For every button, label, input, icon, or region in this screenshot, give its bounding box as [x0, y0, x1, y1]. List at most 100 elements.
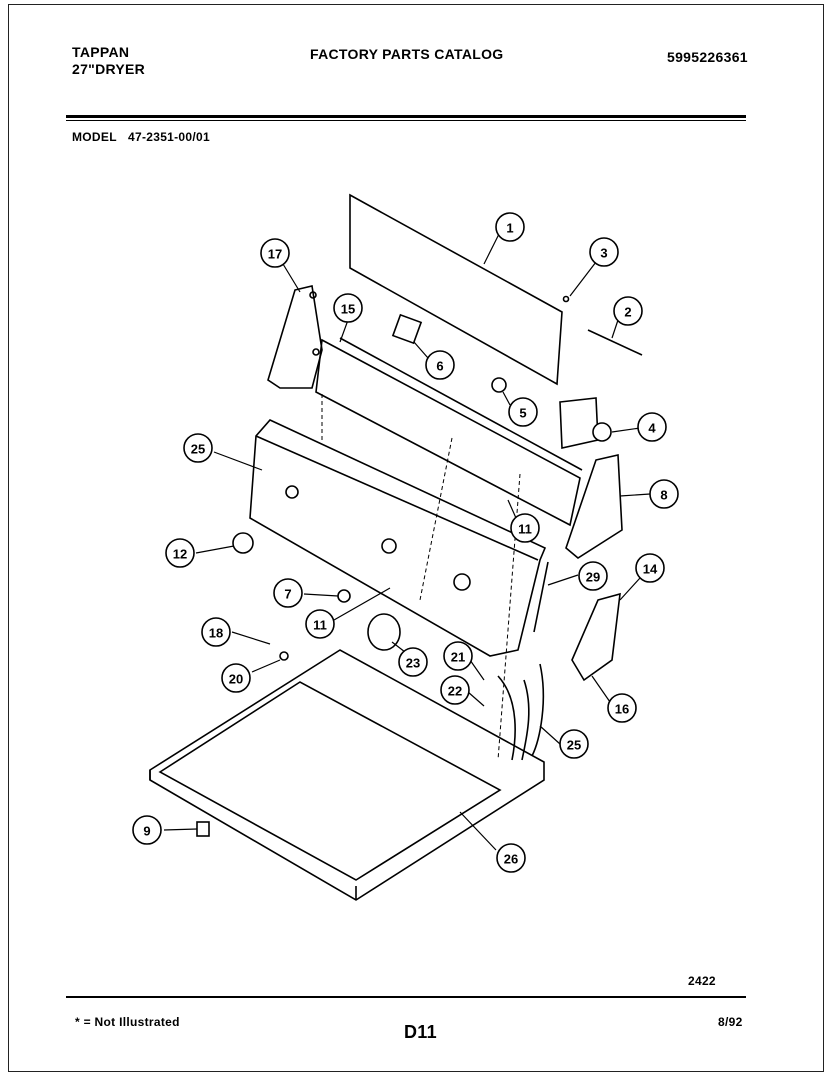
callout-c29: 29	[578, 561, 608, 591]
catalog-page	[8, 4, 824, 1072]
callout-circle	[440, 675, 470, 705]
wire-harness-part	[467, 659, 561, 761]
callout-c17: 17	[260, 238, 290, 268]
right-end-cap-part	[565, 454, 623, 559]
callout-c2: 2	[613, 296, 643, 326]
callout-label: 6	[436, 359, 443, 374]
callout-label: 29	[586, 570, 600, 585]
callout-circle	[589, 237, 619, 267]
callout-c25a: 25	[183, 433, 213, 463]
callout-circle	[649, 479, 679, 509]
model-number: 47-2351-00/01	[128, 130, 210, 144]
callout-c7: 7	[273, 578, 303, 608]
callout-c14: 14	[635, 553, 665, 583]
callout-circle	[333, 293, 363, 323]
hinge-screw-part	[231, 631, 289, 673]
screw-part	[562, 261, 597, 303]
callout-circle	[425, 350, 455, 380]
callout-circle	[183, 433, 213, 463]
callout-circle	[508, 397, 538, 427]
callout-label: 5	[519, 406, 526, 421]
switch-part	[391, 313, 429, 359]
callout-label: 11	[313, 618, 327, 633]
callout-c3: 3	[589, 237, 619, 267]
callout-label: 14	[643, 562, 658, 577]
console-front-part	[213, 419, 547, 657]
callout-c15: 15	[333, 293, 363, 323]
callout-circle	[510, 513, 540, 543]
callout-circle	[578, 561, 608, 591]
callout-circle	[305, 609, 335, 639]
callout-circle	[398, 647, 428, 677]
callout-label: 15	[341, 302, 355, 317]
callout-label: 9	[143, 824, 150, 839]
callout-label: 2	[624, 305, 631, 320]
dial-knob-part	[195, 532, 254, 554]
callout-c21: 21	[443, 641, 473, 671]
callout-c18: 18	[201, 617, 231, 647]
callout-circle	[637, 412, 667, 442]
callout-label: 21	[451, 650, 465, 665]
callout-c9: 9	[132, 815, 162, 845]
callout-label: 20	[229, 672, 243, 687]
callout-circle	[132, 815, 162, 845]
diagram-code: 2422	[688, 974, 716, 988]
callout-c5: 5	[508, 397, 538, 427]
footer-rule	[66, 996, 746, 998]
timer-part	[559, 397, 641, 449]
indicator-part	[303, 589, 351, 603]
callout-label: 8	[660, 488, 667, 503]
callout-label: 3	[600, 246, 607, 261]
callout-c25b: 25	[559, 729, 589, 759]
callout-label: 17	[268, 247, 282, 262]
callout-circle	[559, 729, 589, 759]
retainer-part	[333, 499, 517, 621]
leveling-foot-part	[163, 821, 210, 837]
callout-label: 26	[504, 852, 518, 867]
callout-c23: 23	[398, 647, 428, 677]
callout-label: 25	[191, 442, 205, 457]
callout-circle	[496, 843, 526, 873]
brand-name: TAPPAN	[72, 44, 130, 60]
knob-part	[491, 377, 511, 406]
header-rule	[66, 115, 746, 118]
callout-circle	[221, 663, 251, 693]
rear-panel-part	[349, 193, 563, 386]
callout-c1: 1	[495, 212, 525, 242]
callout-circle	[495, 212, 525, 242]
callout-circle	[165, 538, 195, 568]
catalog-number: 5995226361	[667, 49, 748, 65]
end-cap-part	[267, 263, 323, 389]
model-label: MODEL	[72, 130, 117, 144]
callout-circle	[443, 641, 473, 671]
callout-circle	[260, 238, 290, 268]
callout-c22: 22	[440, 675, 470, 705]
callout-circle	[635, 553, 665, 583]
door-switch-part	[571, 577, 641, 703]
callout-label: 7	[284, 587, 291, 602]
callout-circle	[201, 617, 231, 647]
callout-label: 11	[518, 522, 532, 537]
push-button-part	[367, 613, 406, 653]
callout-circle	[273, 578, 303, 608]
header-rule-thin	[66, 120, 746, 121]
product-name: 27"DRYER	[72, 61, 146, 77]
not-illustrated-note: * = Not Illustrated	[75, 1015, 180, 1029]
cabinet-top-part	[149, 649, 545, 901]
callout-circle	[607, 693, 637, 723]
callout-label: 22	[448, 684, 462, 699]
callout-c11b: 11	[305, 609, 335, 639]
callout-label: 25	[567, 738, 581, 753]
callout-c4: 4	[637, 412, 667, 442]
callout-circle	[613, 296, 643, 326]
catalog-date: 8/92	[718, 1015, 743, 1029]
callout-label: 12	[173, 547, 187, 562]
callout-c16: 16	[607, 693, 637, 723]
callout-label: 4	[648, 421, 656, 436]
page-code: D11	[404, 1022, 437, 1042]
callout-label: 1	[506, 221, 513, 236]
bracket-screw-part	[533, 561, 579, 633]
callout-c8: 8	[649, 479, 679, 509]
control-panel-part	[315, 319, 583, 527]
